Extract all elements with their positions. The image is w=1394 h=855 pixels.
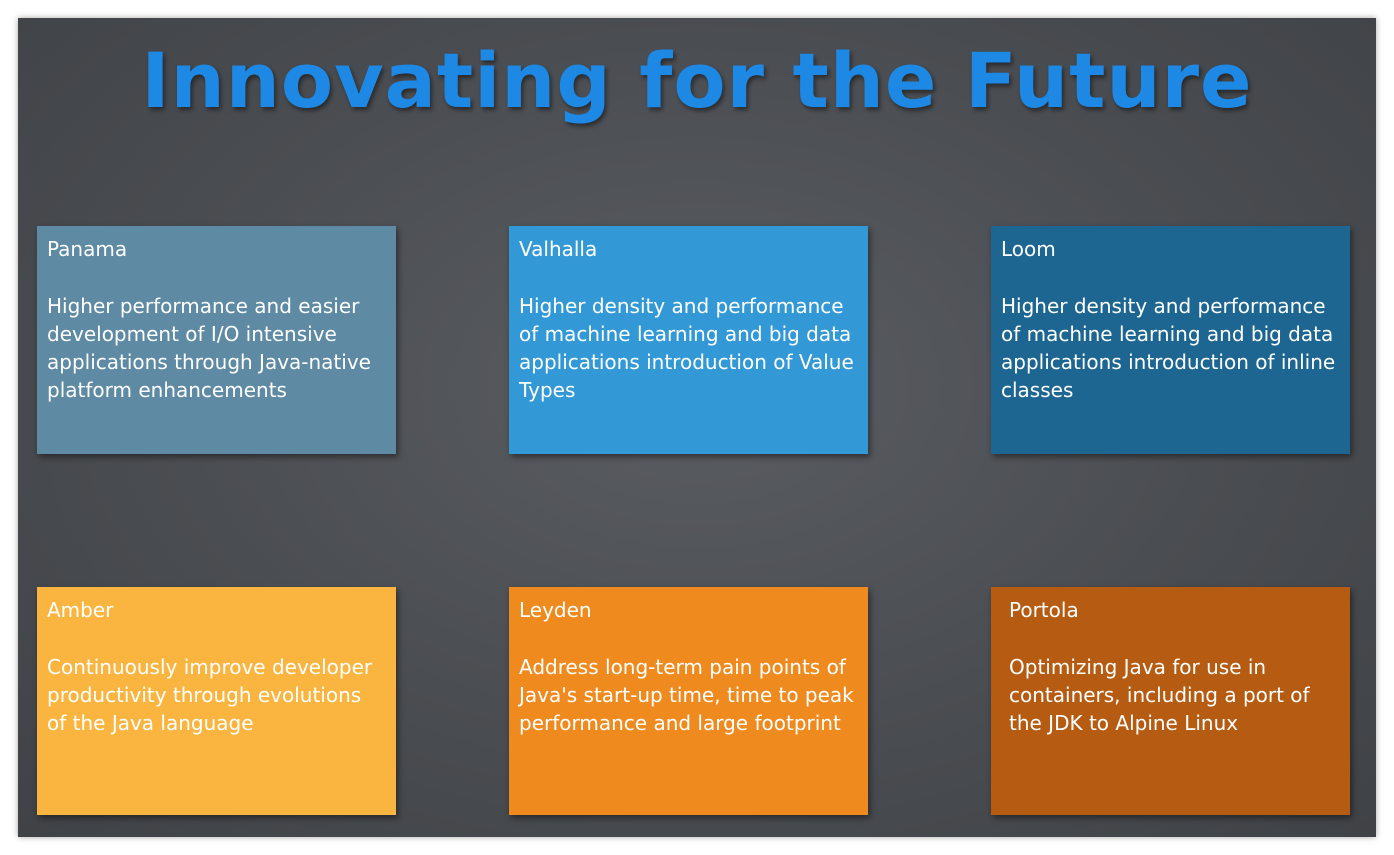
card-description: Address long-term pain points of Java's … — [519, 655, 854, 735]
card-description: Optimizing Java for use in containers, i… — [1009, 655, 1310, 735]
card-description: Continuously improve developer productiv… — [47, 655, 373, 735]
card-panama: Panama Higher performance and easier dev… — [37, 226, 396, 454]
slide: Innovating for the Future Panama Higher … — [18, 18, 1376, 837]
card-title: Amber — [47, 598, 114, 622]
card-title: Portola — [1009, 598, 1079, 622]
card-title: Loom — [1001, 237, 1056, 261]
card-leyden: Leyden Address long-term pain points of … — [509, 587, 868, 815]
card-title: Panama — [47, 237, 128, 261]
card-valhalla: Valhalla Higher density and performance … — [509, 226, 868, 454]
card-title: Leyden — [519, 598, 592, 622]
card-description: Higher performance and easier developmen… — [47, 294, 371, 402]
slide-title: Innovating for the Future — [141, 36, 1253, 125]
card-amber: Amber Continuously improve developer pro… — [37, 587, 396, 815]
card-title: Valhalla — [519, 237, 598, 261]
card-description: Higher density and performance of machin… — [1001, 294, 1336, 402]
card-description: Higher density and performance of machin… — [519, 294, 854, 402]
card-loom: Loom Higher density and performance of m… — [991, 226, 1350, 454]
card-portola: Portola Optimizing Java for use in conta… — [991, 587, 1350, 815]
